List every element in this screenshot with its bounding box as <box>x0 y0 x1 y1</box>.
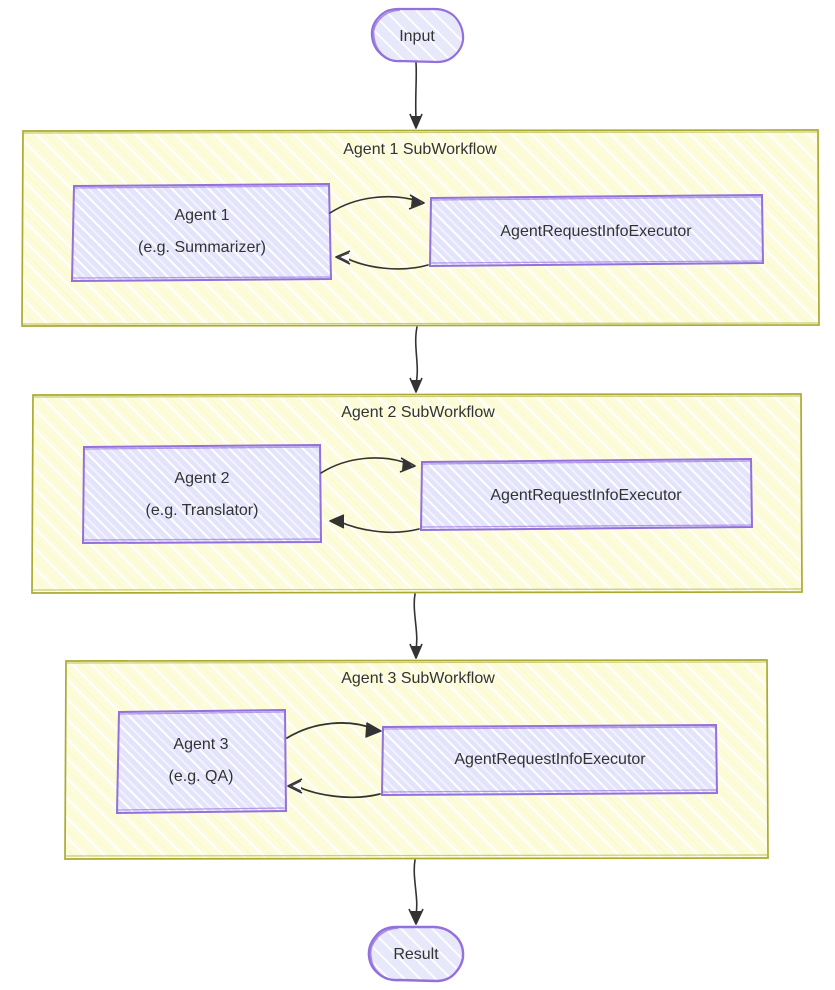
exec2-label: AgentRequestInfoExecutor <box>490 487 682 504</box>
result-sketch-stroke <box>369 927 402 981</box>
result-label: Result <box>393 946 439 963</box>
node-result[interactable]: Result <box>367 925 465 983</box>
node-agent-2[interactable]: Agent 2 (e.g. Translator) <box>81 443 323 545</box>
exec3-shape <box>380 723 719 797</box>
agent1-label-line1: Agent 1 <box>174 207 229 224</box>
result-shape <box>367 925 465 983</box>
node-executor-1[interactable]: AgentRequestInfoExecutor <box>428 193 765 268</box>
cluster-agent-3-subworkflow: Agent 3 SubWorkflow Agent 3 (e.g. QA) Ag… <box>64 659 769 860</box>
cluster3-label: Agent 3 SubWorkflow <box>341 670 495 687</box>
node-executor-2[interactable]: AgentRequestInfoExecutor <box>419 457 754 532</box>
agent2-shape <box>81 443 323 545</box>
edge-exec3-to-agent3 <box>287 778 381 799</box>
node-executor-3[interactable]: AgentRequestInfoExecutor <box>380 723 719 797</box>
agent2-label-line2: (e.g. Translator) <box>146 502 259 519</box>
node-input[interactable]: Input <box>370 7 465 64</box>
edge-exec2-to-agent2 <box>329 514 420 534</box>
exec3-label: AgentRequestInfoExecutor <box>454 751 646 768</box>
edge-input-to-sub1 <box>409 62 423 129</box>
edge-agent3-to-exec3 <box>286 722 382 739</box>
node-agent-3[interactable]: Agent 3 (e.g. QA) <box>115 708 288 815</box>
agent1-shape <box>70 182 333 283</box>
edge-agent1-to-exec1 <box>329 194 425 214</box>
edge-sub1-to-sub2 <box>409 326 423 393</box>
edge-sub3-to-result <box>408 859 424 925</box>
input-sketch-stroke <box>372 9 403 62</box>
cluster-agent-1-subworkflow: Agent 1 SubWorkflow Agent 1 (e.g. Summar… <box>21 129 820 327</box>
exec1-label: AgentRequestInfoExecutor <box>500 223 692 240</box>
agent3-shape <box>115 708 288 815</box>
input-shape <box>370 7 465 64</box>
agent2-label-line1: Agent 2 <box>174 470 229 487</box>
input-label: Input <box>399 28 435 45</box>
exec1-shape <box>428 193 765 268</box>
agent3-label-line2: (e.g. QA) <box>169 768 234 785</box>
cluster1-label: Agent 1 SubWorkflow <box>343 141 497 158</box>
agent3-label-line1: Agent 3 <box>173 736 228 753</box>
edge-agent2-to-exec2 <box>320 457 416 474</box>
cluster-agent-2-subworkflow: Agent 2 SubWorkflow Agent 2 (e.g. Transl… <box>31 393 803 594</box>
exec2-shape <box>419 457 754 532</box>
cluster2-label: Agent 2 SubWorkflow <box>341 404 495 421</box>
edge-exec1-to-agent1 <box>335 250 429 270</box>
node-agent-1[interactable]: Agent 1 (e.g. Summarizer) <box>70 182 333 283</box>
agent1-label-line2: (e.g. Summarizer) <box>138 239 266 256</box>
edge-sub2-to-sub3 <box>409 593 423 659</box>
